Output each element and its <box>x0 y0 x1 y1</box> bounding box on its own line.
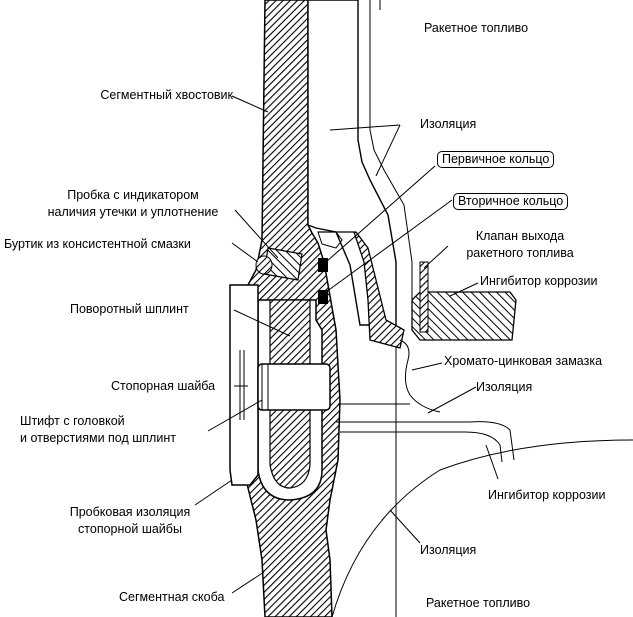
label-insulation-bottom: Изоляция <box>420 543 477 557</box>
label-insulation-top: Изоляция <box>420 117 477 131</box>
leader-lines <box>194 95 499 594</box>
clevis-tip <box>318 231 405 349</box>
grease-bead-shape <box>255 255 273 275</box>
label-retainer-washer: Стопорная шайба <box>111 379 216 393</box>
label-rocket-fuel-bottom: Ракетное топливо <box>426 596 531 610</box>
headed-pin <box>257 363 331 411</box>
label-segment-clevis: Сегментная скоба <box>119 590 225 604</box>
label-cork-insulation-line1: Пробковая изоляция <box>69 505 191 519</box>
label-headed-pin-line2: и отверстиями под шплинт <box>20 431 176 445</box>
label-zinc-chromate: Хромато-цинковая замазка <box>444 354 603 368</box>
label-secondary-ring: Вторичное кольцо <box>453 193 569 210</box>
label-fuel-valve-line2: ракетного топлива <box>466 246 574 260</box>
label-segment-tang: Сегментный хвостовик <box>100 88 233 102</box>
label-grease-bead: Буртик из консистентной смазки <box>4 237 191 251</box>
label-insulation-mid: Изоляция <box>476 380 533 394</box>
label-corrosion-inhibitor-bottom: Ингибитор коррозии <box>488 488 606 502</box>
primary-o-ring <box>318 258 328 272</box>
label-leak-plug-line1: Пробка с индикатором <box>67 188 199 202</box>
corrosion-inhibitor-block <box>411 291 517 341</box>
label-rocket-fuel-top: Ракетное топливо <box>424 21 529 35</box>
fuel-valve-strip <box>419 261 429 333</box>
label-cork-insulation-line2: стопорной шайбы <box>78 522 182 536</box>
label-headed-pin-line1: Штифт с головкой <box>20 414 125 428</box>
label-fuel-valve-line1: Клапан выхода <box>475 229 565 243</box>
secondary-o-ring <box>318 290 328 304</box>
label-rotary-pin: Поворотный шплинт <box>70 302 189 316</box>
label-leak-plug-line2: наличия утечки и уплотнение <box>47 205 219 219</box>
label-corrosion-inhibitor-top: Ингибитор коррозии <box>480 274 598 288</box>
label-primary-ring: Первичное кольцо <box>437 151 555 168</box>
tang-cavity <box>307 0 397 326</box>
